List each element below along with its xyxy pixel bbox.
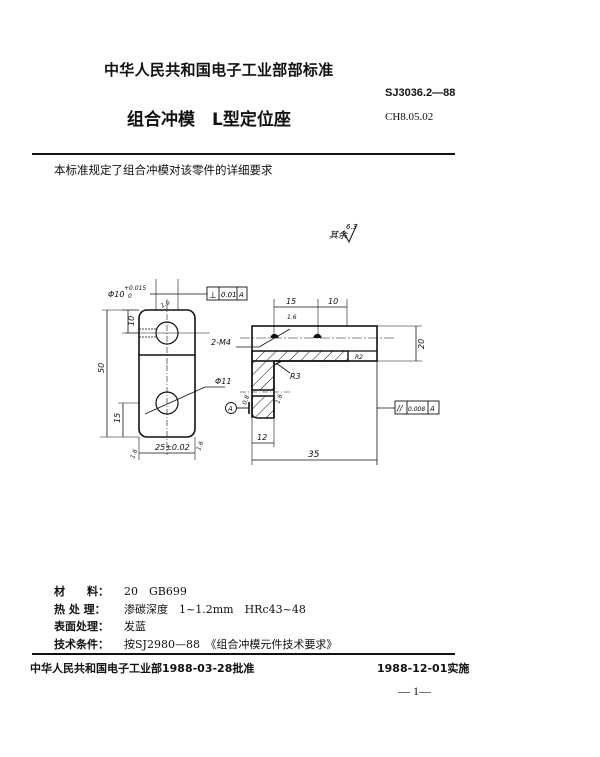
roughness-check-icon	[342, 223, 358, 244]
svg-text:12: 12	[257, 433, 267, 442]
svg-text:1.6: 1.6	[129, 448, 139, 460]
specifications: 材 料： 20 GB699 热 处 理： 渗碳深度 1~1.2mm HRc43~…	[54, 583, 337, 653]
organization-standard-heading: 中华人民共和国电子工业部部标准	[104, 61, 334, 79]
perpendicularity-tolerance-frame: ⊥ 0.01 A	[206, 286, 248, 301]
spec-value: 渗碳深度 1~1.2mm HRc43~48	[124, 602, 306, 616]
spec-surface-treatment: 表面处理： 发蓝	[54, 618, 337, 636]
svg-text:A: A	[238, 291, 244, 299]
svg-text:+0.015: +0.015	[124, 285, 146, 292]
svg-text:1.6: 1.6	[195, 440, 205, 452]
svg-text:1.6: 1.6	[274, 393, 284, 405]
page-number: — 1—	[398, 684, 431, 698]
spec-value: 按SJ2980—88 《组合冲模元件技术要求》	[124, 637, 338, 651]
spec-material: 材 料： 20 GB699	[54, 583, 337, 601]
parallelism-icon: //	[396, 404, 404, 413]
top-divider	[32, 153, 455, 155]
svg-text:0: 0	[128, 293, 132, 300]
front-view	[100, 279, 225, 460]
spec-value: 20 GB699	[124, 585, 187, 598]
svg-text:20: 20	[417, 339, 426, 349]
technical-drawing: 其余 6.3	[50, 215, 450, 475]
svg-text:6.3: 6.3	[346, 223, 357, 231]
surface-roughness-note: 其余 6.3	[329, 223, 358, 244]
parallelism-tolerance-frame: // 0.008 A	[394, 400, 440, 415]
spec-heat-treatment: 热 处 理： 渗碳深度 1~1.2mm HRc43~48	[54, 601, 337, 619]
svg-text:Φ10: Φ10	[108, 290, 124, 299]
svg-text:A: A	[227, 405, 233, 413]
standard-code: SJ3036.2—88	[385, 87, 456, 99]
svg-text:Φ11: Φ11	[215, 377, 231, 386]
svg-text:R3: R3	[290, 372, 301, 381]
effective-date: 1988-12-01实施	[377, 662, 470, 675]
svg-text:2-M4: 2-M4	[211, 338, 231, 347]
svg-text:0.01: 0.01	[221, 291, 237, 299]
svg-text:25±0.02: 25±0.02	[155, 443, 190, 452]
side-view	[225, 299, 422, 465]
spec-value: 发蓝	[124, 620, 146, 633]
spec-label: 材 料：	[54, 585, 109, 598]
svg-text:15: 15	[286, 297, 296, 306]
svg-text:0.008: 0.008	[408, 406, 425, 413]
classification-code: CH8.05.02	[385, 111, 434, 123]
svg-text:R2: R2	[355, 354, 363, 361]
spec-label: 热 处 理：	[54, 602, 106, 616]
svg-text:10: 10	[328, 297, 338, 306]
svg-text:1.6: 1.6	[287, 314, 297, 321]
intro-text: 本标准规定了组合冲模对该零件的详细要求	[54, 163, 273, 177]
svg-text:50: 50	[97, 363, 106, 373]
approval-note: 中华人民共和国电子工业部1988-03-28批准	[30, 662, 255, 675]
perpendicularity-icon: ⊥	[209, 291, 217, 301]
bottom-divider	[32, 653, 455, 655]
svg-text:0.8: 0.8	[241, 394, 251, 406]
spec-label: 表面处理：	[54, 620, 109, 633]
spec-technical-conditions: 技术条件： 按SJ2980—88 《组合冲模元件技术要求》	[54, 636, 337, 654]
svg-text:A: A	[429, 405, 435, 413]
document-title: 组合冲模 L型定位座	[127, 110, 291, 130]
svg-text:15: 15	[113, 413, 122, 423]
svg-text:10: 10	[127, 316, 136, 326]
svg-text:1.6: 1.6	[160, 299, 172, 310]
spec-label: 技术条件：	[54, 637, 109, 651]
svg-text:其余: 其余	[329, 230, 348, 241]
svg-text:35: 35	[308, 450, 320, 460]
